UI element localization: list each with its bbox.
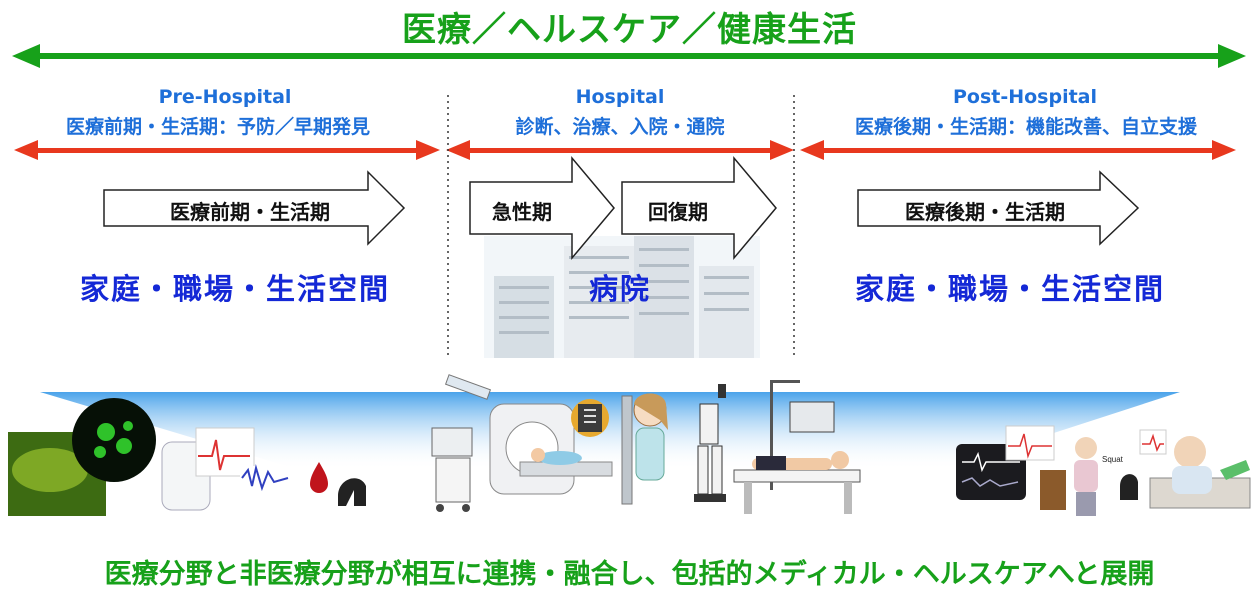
pre-stage-label: 医療前期・生活期	[170, 200, 330, 224]
xray-icon	[571, 399, 609, 437]
blue-band	[40, 392, 1180, 470]
post-place-label: 家庭・職場・生活空間	[854, 272, 1165, 306]
post-hospital-title: Post-Hospital	[952, 86, 1098, 108]
pre-hospital-title: Pre-Hospital	[158, 86, 292, 108]
pre-stage-arrow	[103, 170, 406, 246]
syringe-icon	[444, 374, 492, 400]
mri-scanner-icon	[489, 403, 613, 495]
hospital-building-photo	[484, 236, 760, 358]
pre-place-label: 家庭・職場・生活空間	[79, 272, 390, 306]
ecg-monitor-icon	[161, 427, 292, 511]
hospital-title: Hospital	[575, 86, 665, 108]
hospital-red-arrow	[446, 140, 794, 160]
patient-bed-icon	[733, 380, 861, 514]
green-double-arrow	[12, 44, 1246, 68]
fluorescence-microscopy-icon	[8, 398, 156, 516]
tablet-monitor-icon	[956, 425, 1055, 500]
wearable-sensor-icon	[338, 478, 366, 506]
top-title: 医療／ヘルスケア／健康生活	[402, 10, 857, 50]
acute-stage-arrow	[469, 155, 615, 261]
post-hospital-subtitle: 医療後期・生活期：機能改善、自立支援	[854, 116, 1197, 138]
acute-stage-label: 急性期	[492, 200, 552, 224]
medical-cart-icon	[431, 427, 473, 512]
pre-hospital-red-arrow	[14, 140, 440, 160]
elderly-bed-icon	[1139, 429, 1251, 509]
hal-robot-suit-icon	[694, 384, 726, 502]
hospital-place-label: 病院	[588, 272, 651, 306]
post-stage-label: 医療後期・生活期	[905, 200, 1065, 224]
post-stage-arrow	[857, 170, 1140, 246]
bottom-summary-text: 医療分野と非医療分野が相互に連携・融合し、包括的メディカル・ヘルスケアへと展開	[104, 559, 1155, 590]
post-hospital-red-arrow	[800, 140, 1236, 160]
doctor-icon	[621, 393, 668, 505]
squat-label: Squat	[1102, 455, 1124, 464]
recovery-stage-label: 回復期	[648, 200, 708, 224]
hospital-subtitle: 診断、治療、入院・通院	[515, 116, 725, 138]
pre-hospital-subtitle: 医療前期・生活期：予防／早期発見	[65, 116, 370, 138]
blood-drop-icon	[310, 462, 328, 493]
elderly-exercise-icon	[1040, 437, 1138, 516]
recovery-stage-arrow	[621, 155, 777, 261]
